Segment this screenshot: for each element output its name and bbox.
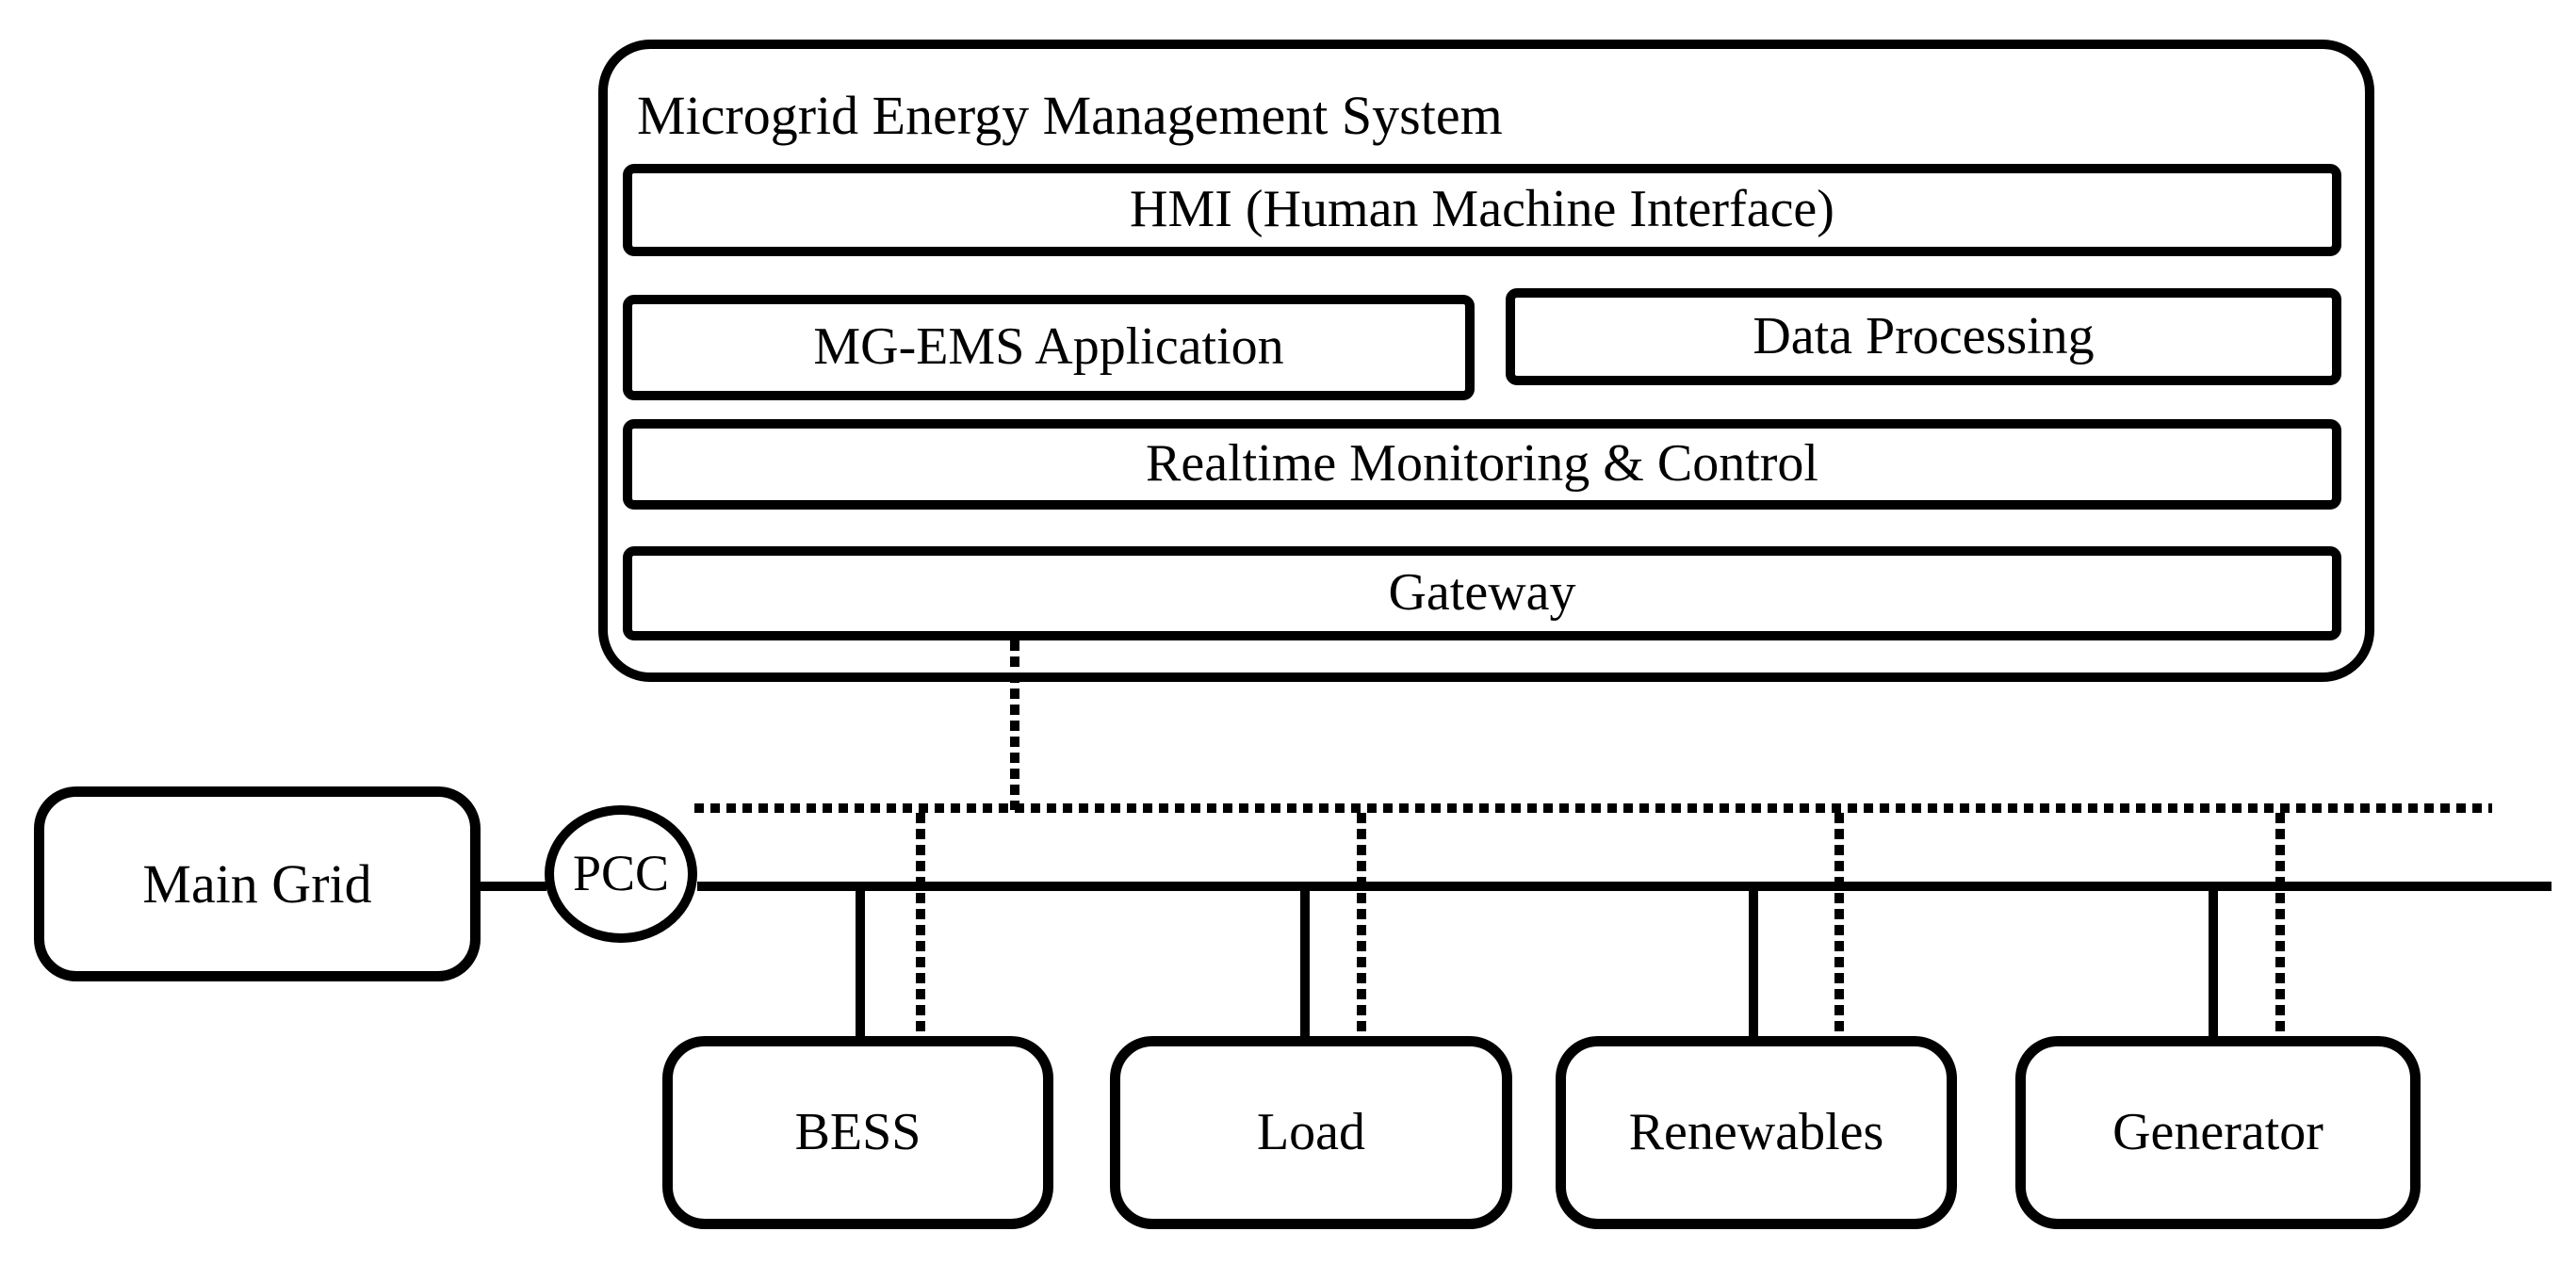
generator-comm-dropline [2275, 813, 2285, 1044]
generator-label: Generator [2112, 1102, 2323, 1161]
mg-ems-application-box: MG-EMS Application [623, 295, 1475, 400]
main-grid-pcc-power-line [476, 882, 546, 891]
load-comm-dropline [1357, 813, 1366, 1044]
main-grid-box: Main Grid [34, 786, 481, 981]
ems-title: Microgrid Energy Management System [637, 85, 1503, 146]
generator-power-dropline [2209, 891, 2218, 1038]
device-box-bess: BESS [662, 1036, 1053, 1229]
data-processing-box: Data Processing [1506, 288, 2341, 385]
pcc-label: PCC [572, 845, 670, 902]
pcc-circle: PCC [545, 805, 697, 943]
ems-container-box: Microgrid Energy Management System HMI (… [598, 40, 2374, 682]
load-power-dropline [1300, 891, 1310, 1038]
load-label: Load [1256, 1102, 1366, 1161]
communication-bus-dotted-line [694, 803, 2492, 813]
main-grid-label: Main Grid [142, 852, 372, 915]
renewables-power-dropline [1749, 891, 1758, 1038]
device-box-load: Load [1110, 1036, 1512, 1229]
renewables-comm-dropline [1834, 813, 1844, 1044]
bess-comm-dropline [916, 813, 925, 1044]
bess-label: BESS [794, 1102, 921, 1161]
gateway-label: Gateway [1388, 563, 1576, 623]
realtime-monitoring-control-box: Realtime Monitoring & Control [623, 419, 2341, 510]
bess-power-dropline [856, 891, 865, 1038]
gateway-box: Gateway [623, 546, 2341, 640]
gateway-comm-dropline [1010, 640, 1019, 810]
device-box-generator: Generator [2015, 1036, 2421, 1229]
data-processing-label: Data Processing [1753, 306, 2095, 365]
mg-ems-application-label: MG-EMS Application [813, 317, 1284, 377]
power-bus-line [697, 882, 2552, 891]
device-box-renewables: Renewables [1556, 1036, 1957, 1229]
renewables-label: Renewables [1628, 1102, 1884, 1161]
realtime-monitoring-control-label: Realtime Monitoring & Control [1146, 434, 1818, 494]
hmi-layer-label: HMI (Human Machine Interface) [1130, 180, 1834, 239]
hmi-layer-box: HMI (Human Machine Interface) [623, 164, 2341, 256]
